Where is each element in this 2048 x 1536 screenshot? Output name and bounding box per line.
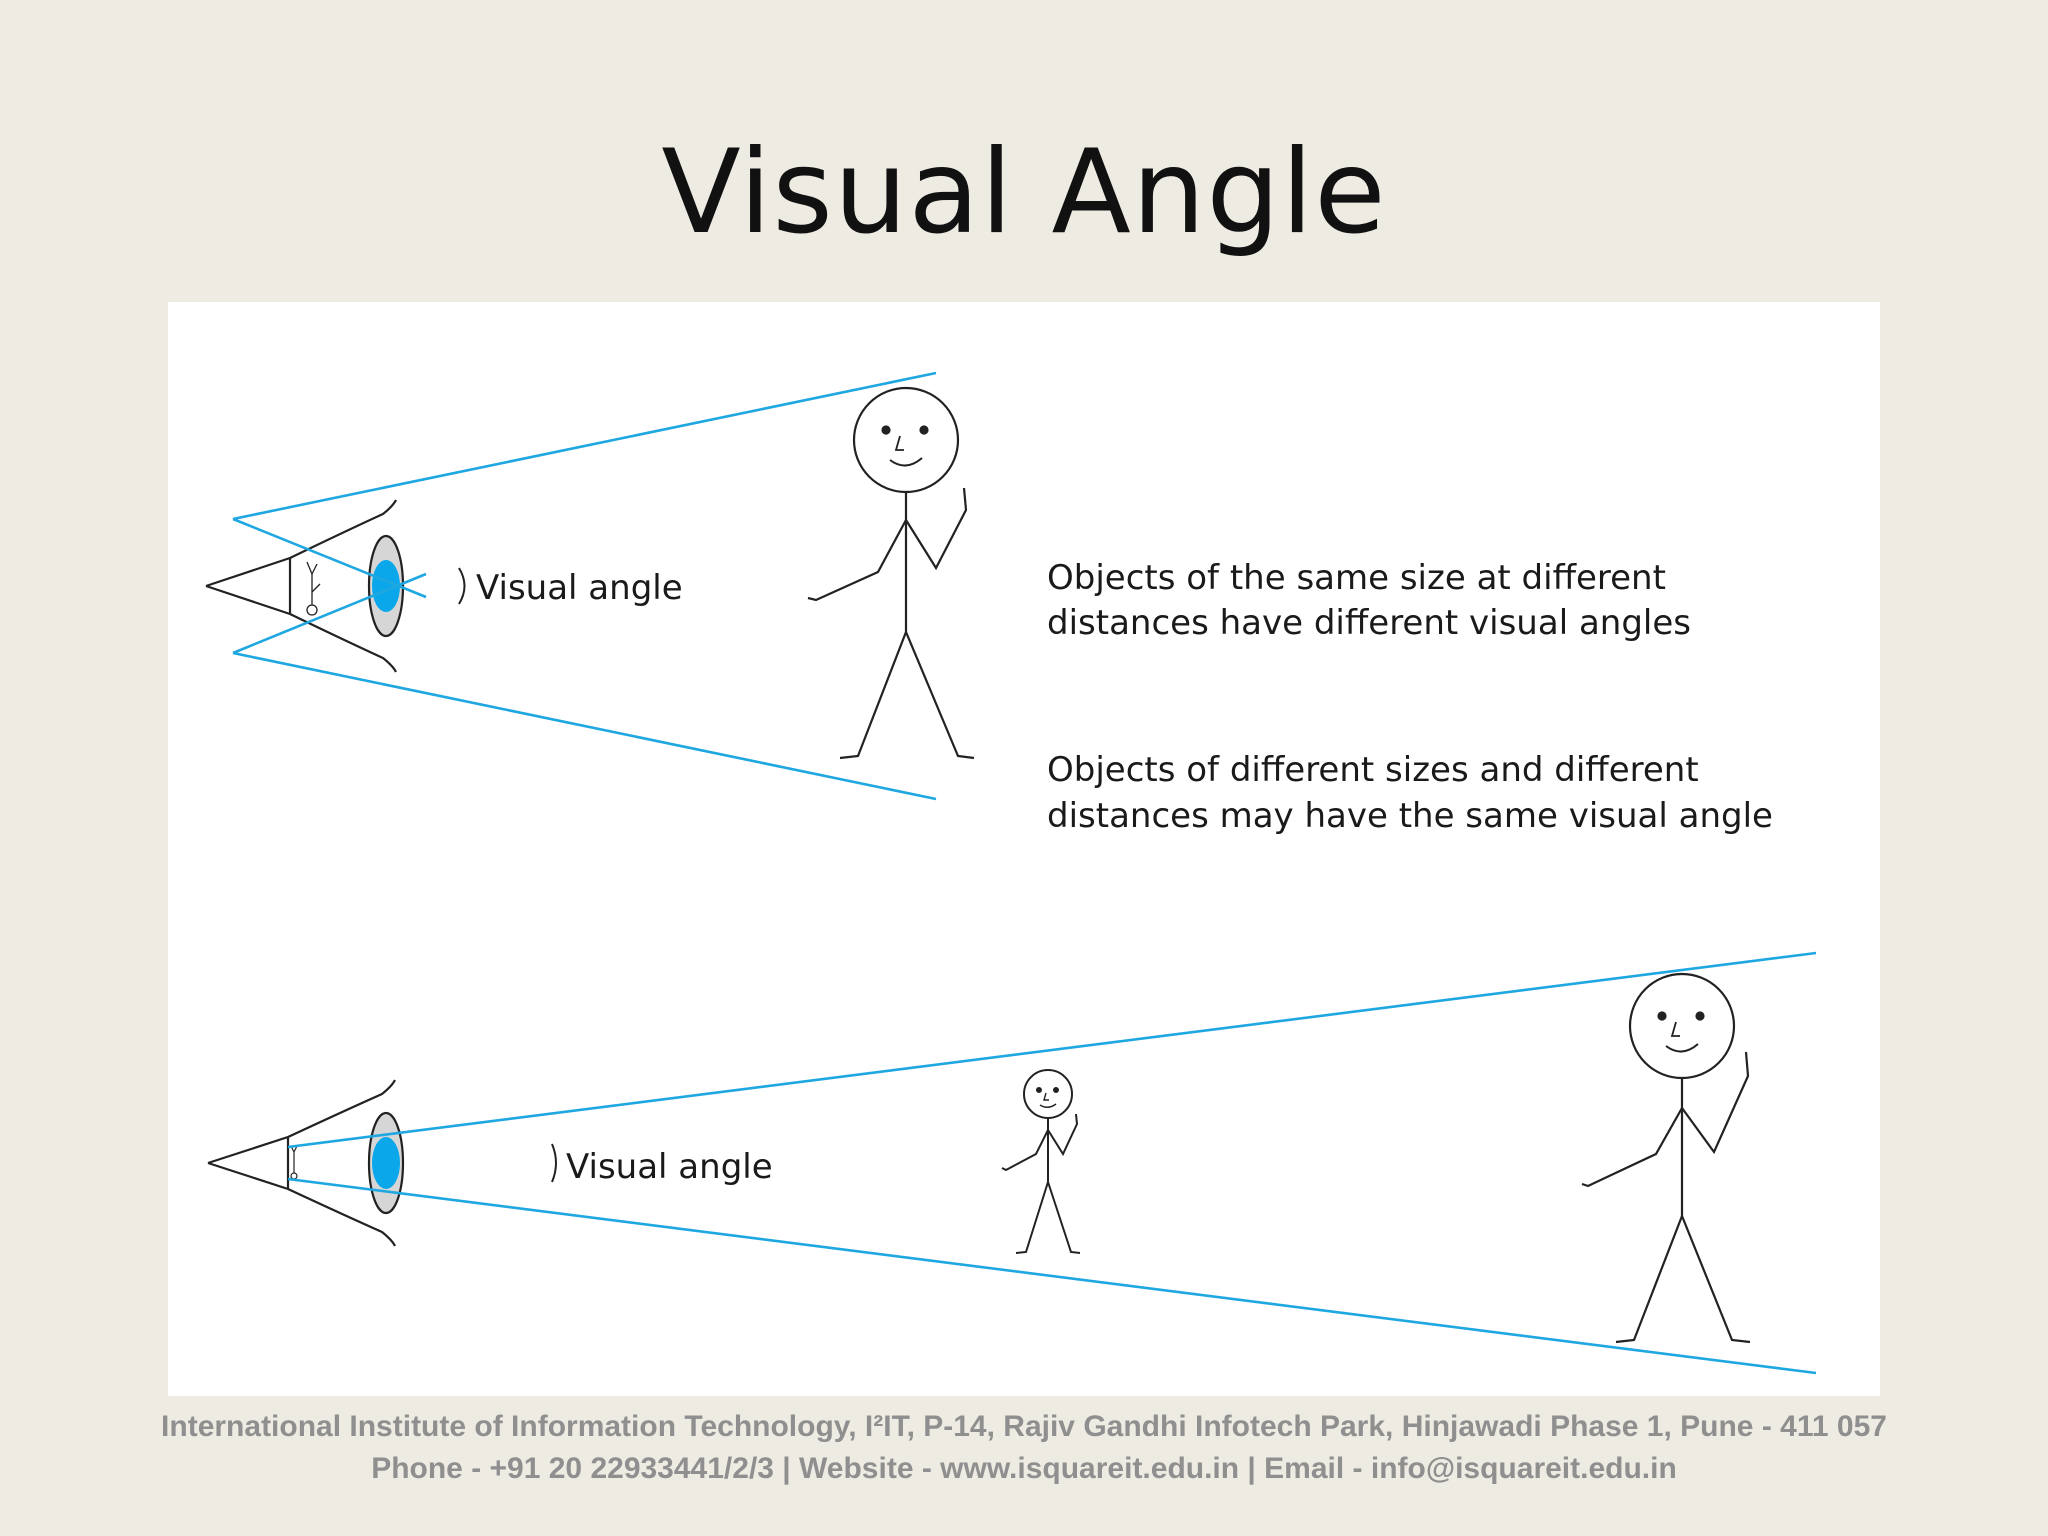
top-figure-left-arm: [807, 519, 907, 602]
top-eye-upper-lid: [205, 499, 397, 588]
bottom-sight-line-lower: [287, 1177, 1817, 1375]
bottom-eye-lower-lid: [207, 1161, 396, 1247]
top-sight-lines: [232, 371, 937, 801]
diagram-canvas: Visual angle Objects of the same size at…: [205, 371, 1817, 1375]
bottom-eye-pupil: [372, 1137, 400, 1189]
top-figure-right-arm: [905, 487, 968, 571]
footer-contact: Phone - +91 20 22933441/2/3 | Website - …: [371, 1452, 1677, 1485]
bottom-angle-arc: [551, 1143, 557, 1183]
large-figure-right-leg: [1680, 1215, 1751, 1344]
top-angle-label: Visual angle: [476, 568, 683, 608]
bottom-sight-line-upper: [287, 951, 1817, 1149]
bottom-scene: Visual angle: [207, 951, 1817, 1375]
top-sight-cross-1: [232, 517, 427, 599]
caption-1-line-1: Objects of the same size at different: [1047, 558, 1666, 598]
top-sight-line-upper: [232, 371, 937, 521]
captions: Objects of the same size at different di…: [1047, 558, 1773, 836]
small-figure-right-arm: [1047, 1113, 1079, 1157]
slide-title: Visual Angle: [661, 125, 1387, 260]
bottom-eye: [207, 1079, 405, 1247]
bottom-angle-label: Visual angle: [566, 1147, 773, 1187]
top-eye-lower-lid: [205, 584, 397, 673]
visual-angle-diagram: Visual angle Objects of the same size at…: [168, 302, 1880, 1396]
bottom-eye-upper-lid: [207, 1079, 396, 1165]
caption-1-line-2: distances have different visual angles: [1047, 603, 1691, 643]
top-retina-image: [306, 561, 321, 616]
top-stick-figure: [807, 386, 975, 760]
small-figure-left-arm: [1001, 1129, 1049, 1172]
top-figure-left-leg: [839, 631, 908, 760]
large-figure-left-leg: [1615, 1215, 1684, 1344]
bottom-sight-lines: [287, 951, 1817, 1375]
bottom-retina-image: [290, 1145, 298, 1180]
small-figure-head: [1023, 1069, 1073, 1119]
top-eye-pupil: [372, 560, 400, 612]
caption-2-line-1: Objects of different sizes and different: [1047, 750, 1699, 790]
top-sight-cross-2: [232, 572, 427, 655]
large-figure-head: [1628, 972, 1736, 1080]
large-figure-right-arm: [1681, 1051, 1750, 1155]
bottom-small-stick-figure: [1001, 1069, 1081, 1254]
footer-address: International Institute of Information T…: [161, 1410, 1887, 1443]
top-scene: Visual angle: [205, 371, 975, 801]
large-figure-left-arm: [1581, 1107, 1683, 1188]
top-eye: [205, 499, 405, 673]
small-figure-right-leg: [1047, 1181, 1081, 1254]
top-figure-right-leg: [904, 631, 975, 760]
small-figure-left-leg: [1015, 1181, 1049, 1254]
top-sight-line-lower: [232, 651, 937, 801]
top-figure-head: [852, 386, 960, 494]
bottom-large-stick-figure: [1581, 972, 1751, 1344]
caption-2-line-2: distances may have the same visual angle: [1047, 796, 1773, 836]
top-angle-arc: [458, 567, 466, 605]
